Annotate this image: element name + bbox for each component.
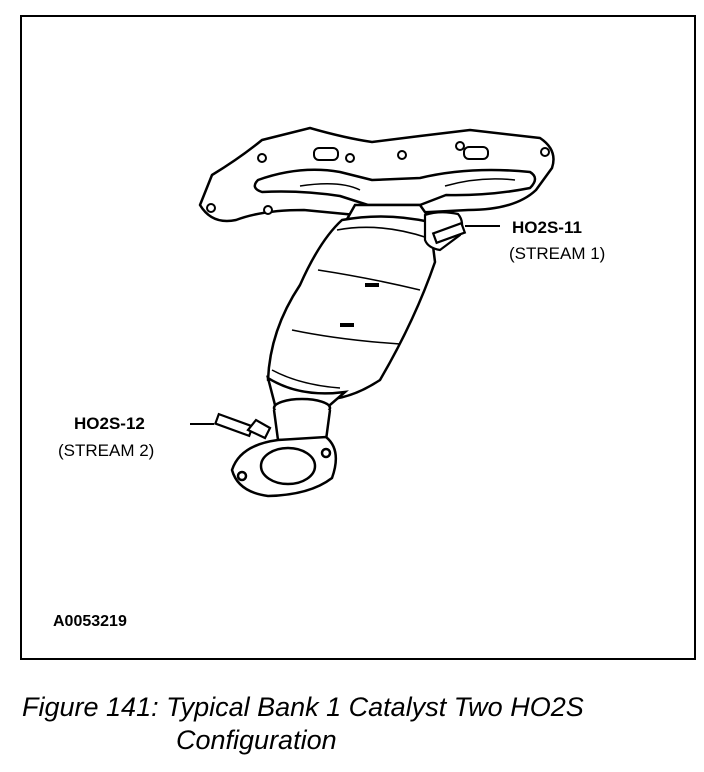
outlet-flange [230,435,338,498]
ho2s-12-label: HO2S-12 [74,414,145,433]
ho2s-11-label: HO2S-11 [512,218,582,237]
reference-code: A0053219 [53,613,127,630]
manifold-runners [253,168,537,207]
ho2s-12-sensor [190,412,272,440]
exhaust-ports [313,146,489,161]
flange-bolt-holes [206,141,550,215]
catalytic-converter [266,215,437,402]
ho2s-11-sensor [423,211,500,252]
ho2s-11-stream: (STREAM 1) [509,244,606,263]
figure-frame [20,15,696,660]
figure-caption-line1: Figure 141: Typical Bank 1 Catalyst Two … [22,692,584,722]
ho2s-12-stream: (STREAM 2) [58,441,155,460]
figure-caption-line2: Configuration [176,725,337,755]
